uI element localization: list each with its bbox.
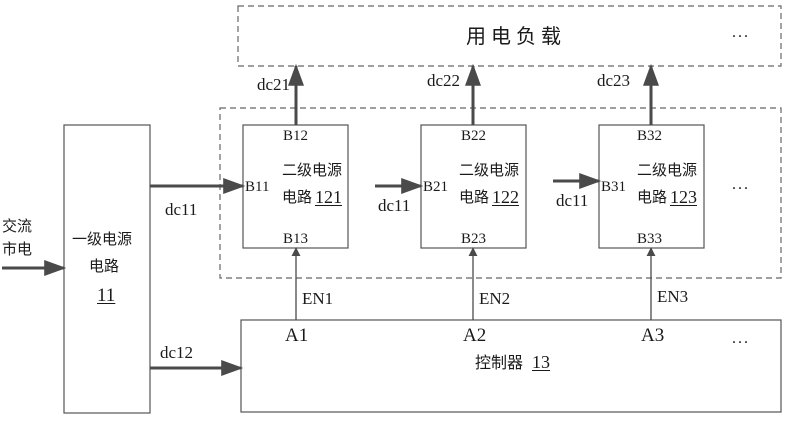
primary-circuit-line1: 一级电源 <box>72 230 133 248</box>
secondary-123-line2: 电路 <box>637 188 668 206</box>
dc21-label: dc21 <box>257 75 291 94</box>
port-a3: A3 <box>641 325 665 346</box>
port-a2: A2 <box>463 325 487 346</box>
load-title: 用电负载 <box>466 24 566 48</box>
port-a1: A1 <box>285 325 309 346</box>
en1-label: EN1 <box>302 289 334 308</box>
mains-line1: 交流 <box>2 217 33 235</box>
pin-b33: B33 <box>637 231 663 247</box>
dc11-label-1: dc11 <box>165 200 198 219</box>
secondary-122-line1: 二级电源 <box>459 161 520 179</box>
secondary-121-ref: 121 <box>315 187 342 207</box>
dc23-label: dc23 <box>597 71 631 90</box>
dc12-label: dc12 <box>160 343 194 362</box>
en3-label: EN3 <box>657 287 689 306</box>
controller-label: 控制器 <box>475 353 524 372</box>
pin-b11: B11 <box>245 179 270 195</box>
secondary-group-box <box>219 107 782 279</box>
dc11-label-3: dc11 <box>556 191 589 210</box>
secondary-121-line2: 电路 <box>282 188 313 206</box>
load-box <box>237 5 782 67</box>
pin-b22: B22 <box>461 128 487 144</box>
dc22-label: dc22 <box>427 71 461 90</box>
pin-b21: B21 <box>423 179 449 195</box>
mains-line2: 市电 <box>2 240 33 258</box>
secondary-circuit-121-box <box>242 124 349 249</box>
pin-b31: B31 <box>601 179 627 195</box>
primary-circuit-ref: 11 <box>97 285 116 306</box>
secondary-121-line1: 二级电源 <box>282 161 343 179</box>
secondary-ellipsis: ... <box>732 176 750 193</box>
pin-b23: B23 <box>461 231 487 247</box>
secondary-circuit-123-box <box>598 124 705 249</box>
en2-label: EN2 <box>479 289 511 308</box>
secondary-123-ref: 123 <box>670 187 697 207</box>
load-ellipsis: ... <box>732 24 750 41</box>
dc11-label-2: dc11 <box>378 196 411 215</box>
secondary-122-line2: 电路 <box>459 188 490 206</box>
pin-b13: B13 <box>283 231 309 247</box>
primary-circuit-line2: 电路 <box>89 257 120 275</box>
secondary-123-line1: 二级电源 <box>637 161 698 179</box>
controller-ellipsis: ... <box>732 330 750 347</box>
secondary-122-ref: 122 <box>492 187 519 207</box>
controller-ref: 13 <box>532 352 550 372</box>
pin-b12: B12 <box>283 128 309 144</box>
secondary-circuit-122-box <box>420 124 527 249</box>
pin-b32: B32 <box>637 128 663 144</box>
